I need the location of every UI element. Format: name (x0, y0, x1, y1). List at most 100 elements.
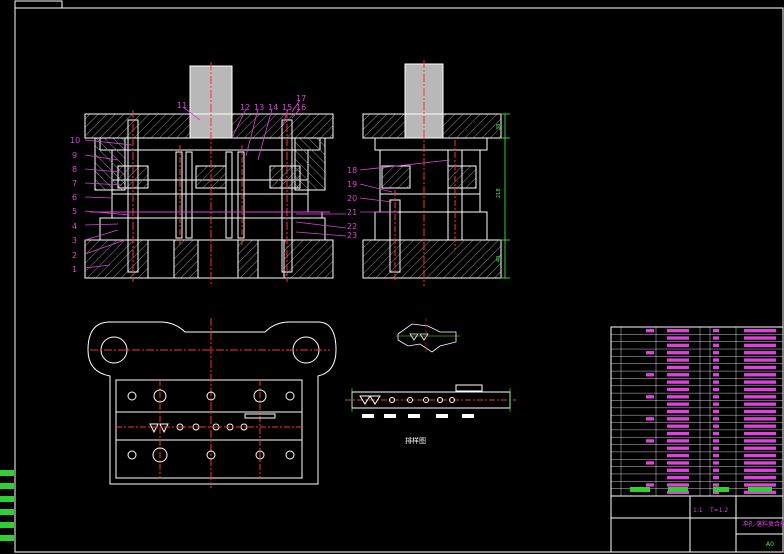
part-number-5: 5 (72, 207, 77, 216)
bom-material-cell (744, 373, 776, 377)
bom-material-cell (744, 365, 776, 370)
bom-name-cell (667, 409, 689, 414)
strip-layout-caption: 排样图 (405, 436, 426, 445)
bom-qty-cell (713, 387, 719, 392)
part-number-13: 13 (254, 103, 264, 112)
bom-material-cell (744, 402, 776, 406)
part-number-3: 3 (72, 236, 77, 245)
bom-material-cell (744, 336, 776, 340)
bom-qty-cell (713, 351, 719, 355)
bom-name-cell (667, 453, 689, 458)
bom-material-cell (744, 490, 776, 494)
bom-qty-cell (713, 358, 719, 362)
bom-name-cell (667, 387, 689, 392)
title-block-thickness: T=1.2 (709, 507, 728, 514)
dimension-top: 38 (496, 124, 502, 130)
bom-name-cell (667, 380, 689, 384)
bom-qty-cell (713, 483, 719, 487)
bom-qty-cell (713, 417, 719, 421)
part-number-17: 17 (296, 94, 306, 103)
bom-material-cell (744, 395, 776, 399)
bom-qty-cell (713, 431, 719, 436)
bom-header-cell (748, 487, 772, 492)
bom-qty-cell (713, 343, 719, 348)
side-view-dimensions (500, 113, 510, 279)
part-number-8: 8 (72, 165, 77, 174)
bom-code-cell (646, 439, 654, 443)
part-number-11: 11 (177, 101, 187, 110)
sheet-border (14, 0, 784, 553)
bom-code-cell (646, 395, 654, 399)
side-view (362, 60, 502, 286)
bom-code-cell (646, 329, 654, 333)
bom-qty-cell (713, 453, 719, 458)
bom-header-cell (713, 487, 729, 492)
bom-header-cell (630, 487, 650, 492)
bom-name-cell (667, 483, 689, 487)
bom-name-cell (667, 417, 689, 421)
plan-view (87, 318, 337, 488)
bom-header-cell (668, 487, 688, 492)
bom-name-cell (667, 424, 689, 428)
dimension-total: 218 (496, 188, 502, 198)
side-view-part-numbers: 18 19 20 21 22 23 (347, 166, 357, 240)
bom-name-cell (667, 329, 689, 333)
bom-qty-cell (713, 475, 719, 480)
bom-qty-cell (713, 365, 719, 370)
bom-code-cell (646, 373, 654, 377)
part-number-16: 16 (296, 103, 306, 112)
part-number-12: 12 (240, 103, 250, 112)
bom-material-cell (744, 343, 776, 348)
bom-qty-cell (713, 439, 719, 443)
bom-qty-cell (713, 395, 719, 399)
bom-material-cell (744, 468, 776, 472)
part-number-9: 9 (72, 151, 77, 160)
dimension-bottom: 40 (496, 256, 502, 262)
part-number-20: 20 (347, 194, 357, 203)
bom-qty-cell (713, 490, 719, 494)
part-number-19: 19 (347, 180, 357, 189)
bom-material-cell (744, 461, 776, 465)
part-number-2: 2 (72, 251, 77, 260)
bom-qty-cell (713, 446, 719, 450)
bom-qty-cell (713, 409, 719, 414)
bom-qty-cell (713, 468, 719, 472)
bom-code-cell (646, 461, 654, 465)
bom-material-cell (744, 424, 776, 428)
bom-material-cell (744, 387, 776, 392)
part-number-22: 22 (347, 222, 357, 231)
bom-material-cell (744, 417, 776, 421)
bom-qty-cell (713, 461, 719, 465)
bom-qty-cell (713, 424, 719, 428)
part-sketch (396, 318, 460, 353)
part-number-10: 10 (70, 136, 80, 145)
bom-material-cell (744, 380, 776, 384)
bom-qty-cell (713, 402, 719, 406)
bom-qty-cell (713, 329, 719, 333)
bom-code-cell (646, 351, 654, 355)
bom-name-cell (667, 351, 689, 355)
part-number-4: 4 (72, 222, 77, 231)
bom-material-cell (744, 483, 776, 487)
part-number-1: 1 (72, 265, 77, 274)
bom-material-cell (744, 431, 776, 436)
title-block-drawing-title: 冲孔-落料复合模 (742, 520, 784, 528)
title-block-scale: 1:1 (693, 507, 703, 514)
bom-name-cell (667, 336, 689, 340)
bom-name-cell (667, 461, 689, 465)
bom-name-cell (667, 439, 689, 443)
bom-name-cell (667, 490, 689, 494)
bom-qty-cell (713, 380, 719, 384)
front-view-leaders (84, 99, 347, 269)
front-view-part-numbers: 1 2 3 4 5 6 7 8 9 10 11 12 13 14 15 16 1… (70, 94, 306, 274)
part-number-15: 15 (282, 103, 292, 112)
strip-layout (345, 384, 516, 418)
bom-qty-cell (713, 336, 719, 340)
bom-name-cell (667, 402, 689, 406)
bom-name-cell (667, 431, 689, 436)
bom-material-cell (744, 446, 776, 450)
bom-material-cell (744, 409, 776, 414)
bom-qty-cell (713, 373, 719, 377)
part-number-6: 6 (72, 193, 77, 202)
bom-material-cell (744, 358, 776, 362)
